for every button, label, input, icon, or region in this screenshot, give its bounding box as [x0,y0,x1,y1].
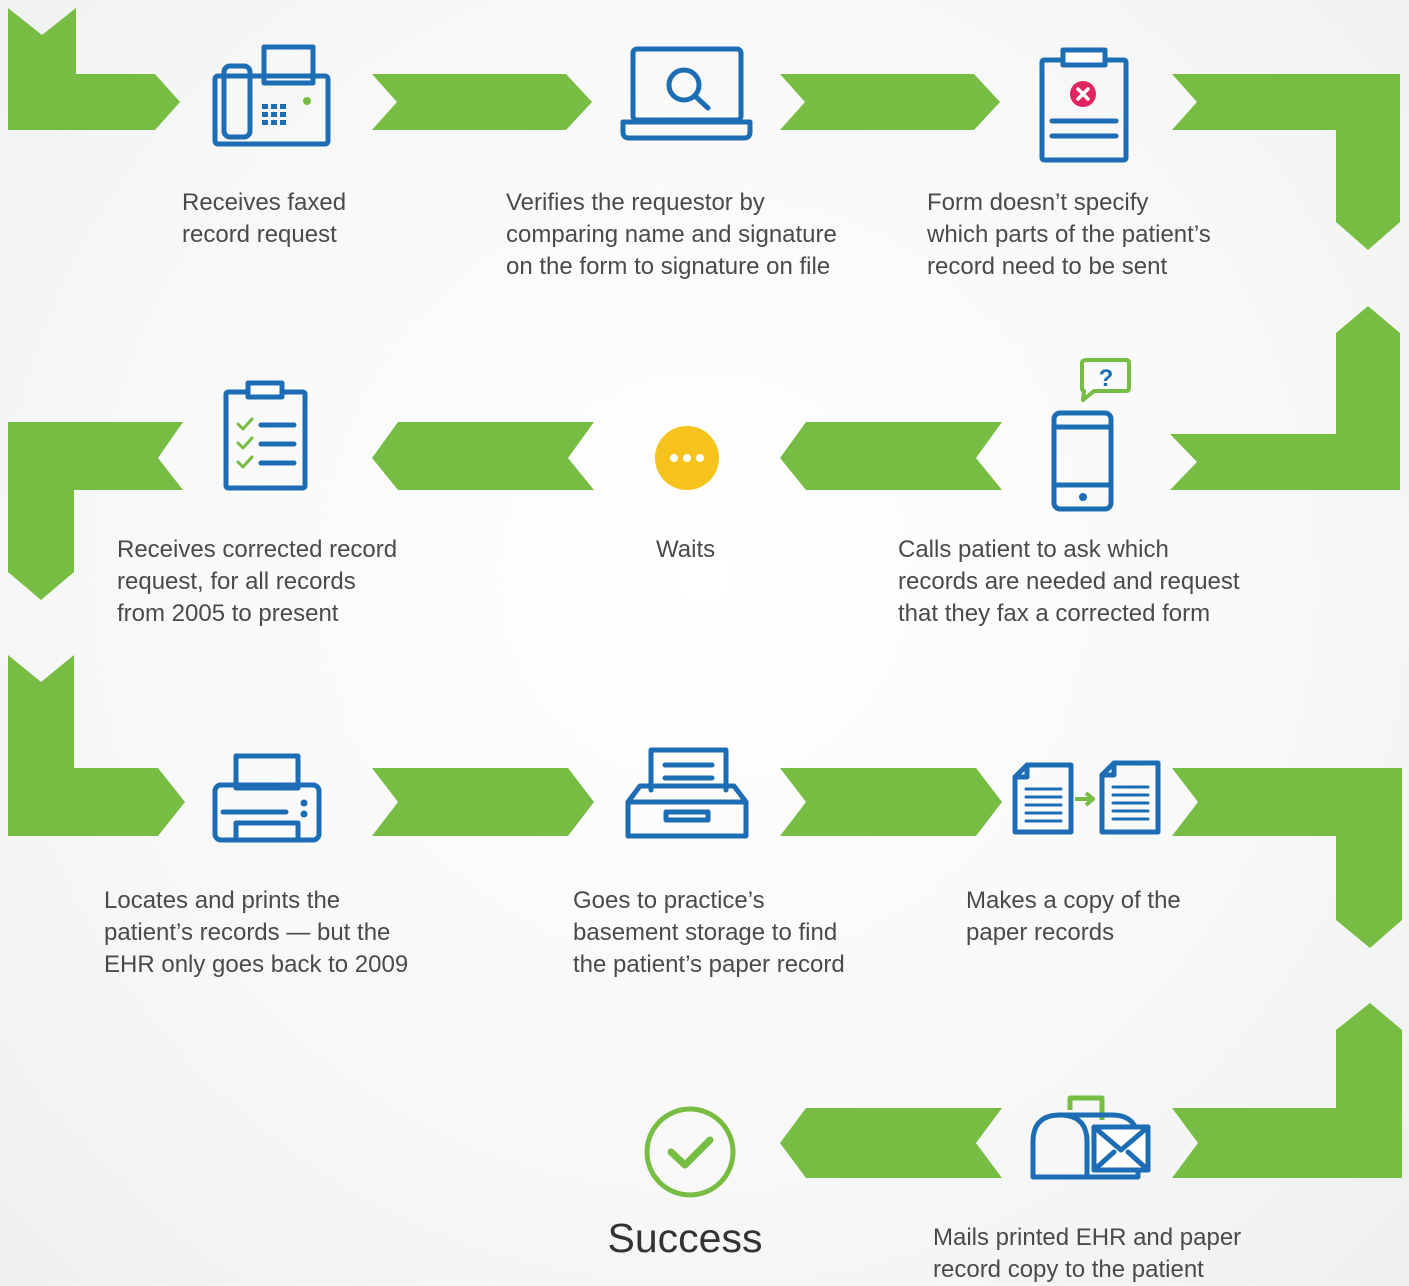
success-label: Success [607,1215,763,1261]
printer-icon [212,753,322,843]
step-label-corrected: Receives corrected record request, for a… [117,536,398,627]
flow-arrow-row2-1 [780,422,1002,490]
flow-arrow-row2-2 [372,422,594,490]
fax-machine-icon [212,44,331,147]
flow-arrow-row1-2 [780,74,1000,130]
document-copy-icon [1012,760,1161,835]
flow-arrow-row3-2 [780,768,1002,836]
flow-arrow-row4-1 [780,1108,1002,1178]
step-label-mail: Mails printed EHR and paper record copy … [933,1224,1242,1283]
flow-arrow-corner-row1 [1172,74,1400,250]
step-label-form-issue: Form doesn’t specify which parts of the … [927,189,1211,280]
clipboard-error-icon [1039,47,1129,163]
flow-arrow-corner-row2-right [1170,306,1400,490]
flow-arrow-corner-row4-right [1172,1003,1402,1178]
step-label-fax: Receives faxed record request [182,189,347,248]
step-label-call: Calls patient to ask which records are n… [898,536,1240,627]
step-label-copy: Makes a copy of the paper records [966,887,1181,946]
flow-arrow-row3-1 [372,768,594,836]
step-label-print: Locates and prints the patient’s records… [104,887,409,978]
flow-arrow-corner-row3-right [1172,768,1402,948]
waiting-dots-icon [655,426,719,490]
svg-text:?: ? [1099,365,1114,392]
flow-arrow-corner-row3-left [8,655,185,836]
success-check-icon [644,1106,736,1198]
mailbox-icon [1030,1095,1151,1180]
step-label-verify: Verifies the requestor by comparing name… [506,189,837,280]
laptop-search-icon [620,46,753,141]
flow-arrow-start-row1 [8,8,180,130]
step-label-storage: Goes to practice’s basement storage to f… [573,887,845,978]
flow-arrow-corner-row2-left [8,422,183,600]
file-box-icon [625,747,749,839]
checklist-clipboard-icon [223,380,308,491]
phone-question-icon: ? [1051,358,1131,512]
flow-arrow-row1-1 [372,74,592,130]
step-label-wait: Waits [656,536,716,563]
